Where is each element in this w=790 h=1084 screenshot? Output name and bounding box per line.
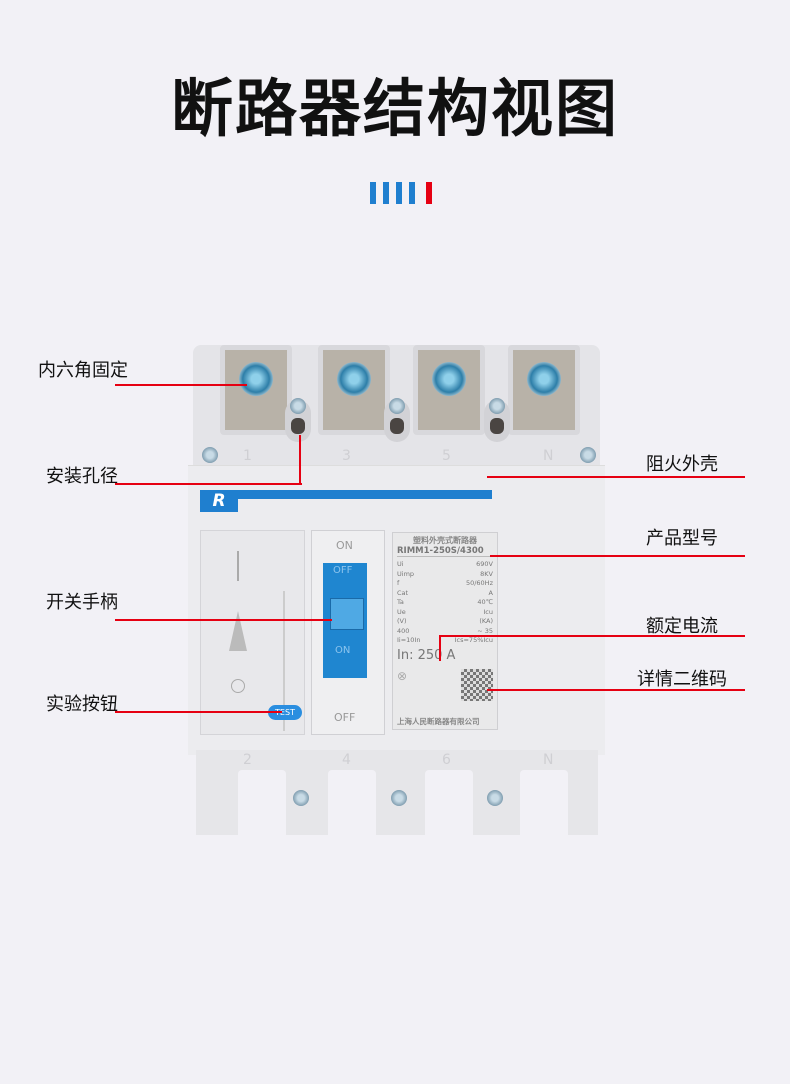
label-model: 产品型号 bbox=[646, 528, 718, 549]
callout-line bbox=[487, 476, 745, 478]
symbol-icon: ⊗ bbox=[397, 668, 408, 683]
spec-cell: Ta bbox=[397, 598, 404, 606]
screw-icon bbox=[293, 790, 309, 806]
bottom-slot bbox=[520, 770, 568, 835]
spec-cell: (KA) bbox=[479, 617, 493, 625]
terminal-number: N bbox=[543, 752, 554, 768]
bottom-slot bbox=[328, 770, 376, 835]
callout-line bbox=[487, 689, 745, 691]
callout-line bbox=[439, 635, 441, 661]
terminal-number: 1 bbox=[243, 448, 252, 464]
callout-line bbox=[299, 435, 301, 485]
terminal-number: N bbox=[543, 448, 554, 464]
callout-line bbox=[115, 619, 332, 621]
left-panel bbox=[200, 530, 305, 735]
hex-bolt-icon bbox=[337, 362, 371, 396]
spec-row: Ta 40℃ bbox=[397, 598, 493, 608]
off-label: OFF bbox=[334, 711, 356, 724]
label-hex-fixing: 内六角固定 bbox=[38, 360, 128, 381]
handle-off-text: OFF bbox=[333, 565, 353, 576]
hex-bolt-icon bbox=[527, 362, 561, 396]
spec-cell: Ii=10In bbox=[397, 636, 421, 644]
bottom-slot bbox=[425, 770, 473, 835]
spec-row: Ui 690V bbox=[397, 560, 493, 570]
decor-bar bbox=[383, 182, 389, 204]
terminal-number: 5 bbox=[442, 448, 451, 464]
terminal-number: 3 bbox=[342, 448, 351, 464]
label-qr-code: 详情二维码 bbox=[637, 669, 727, 690]
spec-row: Uimp 8KV bbox=[397, 570, 493, 580]
spec-row: (V) (KA) bbox=[397, 617, 493, 627]
screw-icon bbox=[487, 790, 503, 806]
spec-cell: Cat bbox=[397, 588, 409, 597]
switch-handle[interactable] bbox=[330, 598, 364, 630]
screw-icon bbox=[489, 398, 505, 414]
spec-cell: A bbox=[488, 588, 493, 597]
spec-row: Ii=10In Ics=75%Icu bbox=[397, 636, 493, 646]
spec-cell: Icu bbox=[483, 607, 493, 616]
screw-icon bbox=[391, 790, 407, 806]
handle-on-text: ON bbox=[335, 645, 351, 656]
terminal-1 bbox=[220, 345, 292, 435]
brand-stripe bbox=[200, 490, 492, 499]
callout-line bbox=[115, 711, 282, 713]
callout-line bbox=[115, 483, 302, 485]
product-name: 塑料外壳式断路器 bbox=[413, 536, 477, 545]
maker-name: 上海人民断路器有限公司 bbox=[397, 717, 480, 726]
label-handle: 开关手柄 bbox=[46, 592, 118, 613]
terminal-number: 6 bbox=[442, 752, 451, 768]
label-rated-current: 额定电流 bbox=[646, 616, 718, 637]
label-test-button: 实验按钮 bbox=[46, 694, 118, 715]
decor-bar bbox=[409, 182, 415, 204]
model-number: RIMM1-250S/4300 bbox=[397, 546, 493, 557]
terminal-5 bbox=[413, 345, 485, 435]
test-button[interactable]: TEST bbox=[268, 705, 302, 720]
spec-cell: 50/60Hz bbox=[465, 579, 493, 587]
spec-row: Ue Icu bbox=[397, 608, 493, 618]
callout-line bbox=[490, 555, 745, 557]
bottom-slot bbox=[238, 770, 286, 835]
rated-current: In: 250 A bbox=[397, 647, 456, 663]
spec-cell: Ui bbox=[397, 560, 404, 568]
screw-icon bbox=[580, 447, 596, 463]
spec-cell: f bbox=[397, 579, 400, 587]
spec-cell: ~ 35 bbox=[477, 626, 493, 635]
spec-cell: 8KV bbox=[480, 569, 493, 578]
screw-icon bbox=[202, 447, 218, 463]
decor-bar-red bbox=[426, 182, 432, 204]
terminal-number: 4 bbox=[342, 752, 351, 768]
on-label: ON bbox=[336, 539, 353, 552]
brand-logo: R bbox=[200, 490, 238, 512]
spec-cell: Ue bbox=[397, 607, 406, 616]
hex-bolt-icon bbox=[239, 362, 273, 396]
decor-bar bbox=[370, 182, 376, 204]
spec-cell: Ics=75%Icu bbox=[454, 636, 493, 644]
spec-row: f 50/60Hz bbox=[397, 579, 493, 589]
screw-icon bbox=[389, 398, 405, 414]
spec-cell: 690V bbox=[476, 560, 493, 568]
page-title: 断路器结构视图 bbox=[170, 72, 619, 145]
spec-cell: 40℃ bbox=[477, 598, 493, 606]
terminal-n bbox=[508, 345, 580, 435]
spec-row: 400 ~ 35 bbox=[397, 627, 493, 637]
spec-cell: Uimp bbox=[397, 569, 415, 578]
screw-icon bbox=[290, 398, 306, 414]
callout-line bbox=[115, 384, 247, 386]
label-mount-hole: 安装孔径 bbox=[46, 466, 118, 487]
spec-cell: (V) bbox=[397, 617, 407, 625]
spec-cell: 400 bbox=[397, 626, 410, 635]
hex-bolt-icon bbox=[432, 362, 466, 396]
qr-code[interactable] bbox=[461, 668, 493, 701]
label-housing: 阻火外壳 bbox=[646, 454, 718, 475]
terminal-3 bbox=[318, 345, 390, 435]
spec-row: Cat A bbox=[397, 589, 493, 599]
callout-line bbox=[440, 635, 745, 637]
decor-bar bbox=[396, 182, 402, 204]
nameplate: 塑料外壳式断路器 RIMM1-250S/4300 Ui 690V Uimp 8KV f 5… bbox=[392, 532, 498, 730]
terminal-number: 2 bbox=[243, 752, 252, 768]
